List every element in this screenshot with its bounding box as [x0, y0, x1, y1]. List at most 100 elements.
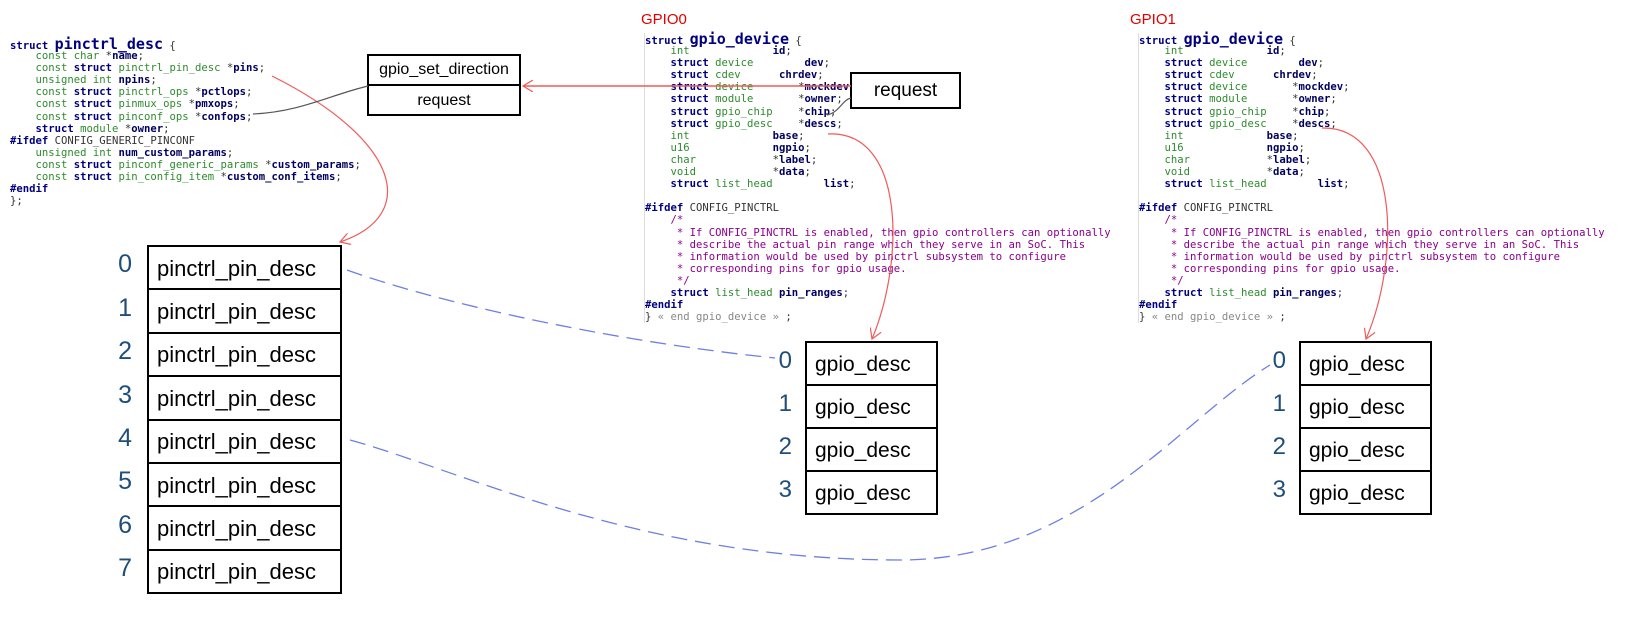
code-token: base: [772, 129, 799, 142]
code-token: list_head: [715, 178, 773, 191]
code-token: *: [1247, 93, 1299, 106]
code-token: struct: [1164, 117, 1210, 130]
code-token: pmxops: [195, 98, 234, 111]
code-token: struct: [1139, 35, 1184, 47]
code-line: * corresponding pins for gpio usage.: [1139, 263, 1605, 275]
code-token: ;: [804, 141, 811, 154]
gpio0-array-cell: gpio_desc: [807, 384, 936, 429]
code-token: ;: [836, 117, 843, 130]
code-token: [645, 166, 671, 178]
code-token: ;: [1317, 57, 1325, 70]
code-token: *: [99, 50, 113, 63]
code-token: [1139, 93, 1165, 105]
code-token: struct: [1164, 105, 1210, 118]
code-token: chip: [1298, 105, 1324, 118]
code-token: ;: [1298, 141, 1305, 154]
code-line: int base;: [1139, 130, 1605, 142]
code-token: module: [1209, 93, 1248, 106]
code-token: /*: [645, 214, 684, 227]
code-token: ;: [1330, 117, 1337, 130]
gpio1-device-struct-code: struct gpio_device { int id; struct devi…: [1138, 32, 1605, 324]
code-token: [10, 62, 36, 74]
array-index: 2: [118, 337, 132, 366]
code-token: [10, 50, 36, 62]
code-line: int base;: [645, 130, 1111, 142]
gpio1-array-cell: gpio_desc: [1301, 427, 1430, 472]
pin-array-cell: pinctrl_pin_desc: [149, 288, 340, 333]
code-token: unsigned int: [35, 74, 113, 87]
code-token: mockdev: [804, 81, 850, 94]
gpio0-array-cell: gpio_desc: [807, 427, 936, 472]
code-line: int id;: [645, 45, 1111, 57]
code-token: [1139, 178, 1165, 190]
code-token: ;: [258, 62, 266, 75]
code-line: const struct pinctrl_pin_desc *pins;: [10, 62, 361, 74]
code-token: u16: [1164, 141, 1184, 154]
code-token: ;: [335, 171, 342, 184]
code-token: *: [1190, 166, 1273, 179]
code-line: * If CONFIG_PINCTRL is enabled, then gpi…: [1139, 227, 1605, 239]
code-token: void: [670, 166, 697, 179]
code-line: struct gpio_device {: [1139, 32, 1605, 48]
code-token: #ifdef: [10, 134, 49, 147]
code-token: *: [220, 62, 234, 75]
code-token: label: [778, 153, 811, 166]
pin-array-cell: pinctrl_pin_desc: [149, 548, 340, 594]
code-token: struct: [670, 105, 716, 118]
code-token: struct: [1164, 81, 1210, 94]
code-token: [753, 57, 804, 69]
code-token: [645, 287, 671, 299]
code-token: unsigned int: [35, 146, 113, 159]
code-token: struct: [670, 178, 716, 191]
code-token: ngpio: [1266, 141, 1299, 154]
code-token: ;: [842, 286, 850, 299]
code-token: mockdev: [1298, 81, 1344, 94]
code-token: num_custom_params: [118, 146, 227, 159]
code-token: owner: [131, 122, 164, 135]
code-token: *: [214, 171, 227, 184]
array-index: 1: [778, 389, 792, 417]
code-token: [1184, 130, 1267, 142]
code-token: « end gpio_device »: [657, 311, 779, 324]
code-token: */: [645, 274, 690, 287]
code-token: gpio_desc: [1209, 117, 1267, 130]
array-index: 1: [1272, 389, 1286, 417]
code-token: * information would be used by pinctrl s…: [645, 250, 1066, 263]
code-line: #ifdef CONFIG_PINCTRL: [1139, 202, 1605, 214]
code-token: [690, 130, 773, 142]
cell-label: gpio_desc: [1309, 395, 1405, 419]
gpio1-title: GPIO1: [1130, 11, 1176, 28]
gpio1-array-cell: gpio_desc: [1301, 343, 1430, 386]
code-token: *: [188, 110, 202, 123]
code-token: owner: [1298, 93, 1331, 106]
code-token: [741, 69, 779, 81]
code-line: struct list_head list;: [1139, 178, 1605, 190]
code-line: struct module *owner;: [1139, 93, 1605, 105]
array-index: 4: [118, 423, 132, 452]
code-token: [1267, 178, 1318, 190]
code-token: [10, 171, 36, 183]
code-token: #endif: [645, 299, 684, 312]
code-line: char *label;: [645, 154, 1111, 166]
code-token: ;: [810, 153, 818, 166]
code-token: [690, 142, 773, 154]
cell-label: pinctrl_pin_desc: [157, 299, 316, 325]
code-token: chrdev: [1272, 69, 1312, 82]
code-token: base: [1266, 129, 1293, 142]
code-token: ;: [1336, 286, 1344, 299]
code-token: int: [670, 45, 690, 58]
code-token: ;: [1272, 311, 1286, 324]
code-token: struct: [1164, 286, 1210, 299]
code-token: * corresponding pins for gpio usage.: [1139, 262, 1401, 275]
code-token: device: [1209, 81, 1248, 94]
code-token: *: [188, 86, 202, 99]
code-token: pinctrl_ops: [118, 86, 189, 99]
code-token: pinctrl_desc: [54, 35, 164, 53]
array-index: 1: [118, 293, 132, 322]
code-token: ;: [817, 69, 824, 82]
code-line: const struct pinconf_generic_params *cus…: [10, 159, 361, 171]
code-token: const: [35, 62, 74, 75]
code-line: struct device *mockdev;: [645, 81, 1111, 93]
code-token: struct: [670, 117, 716, 130]
